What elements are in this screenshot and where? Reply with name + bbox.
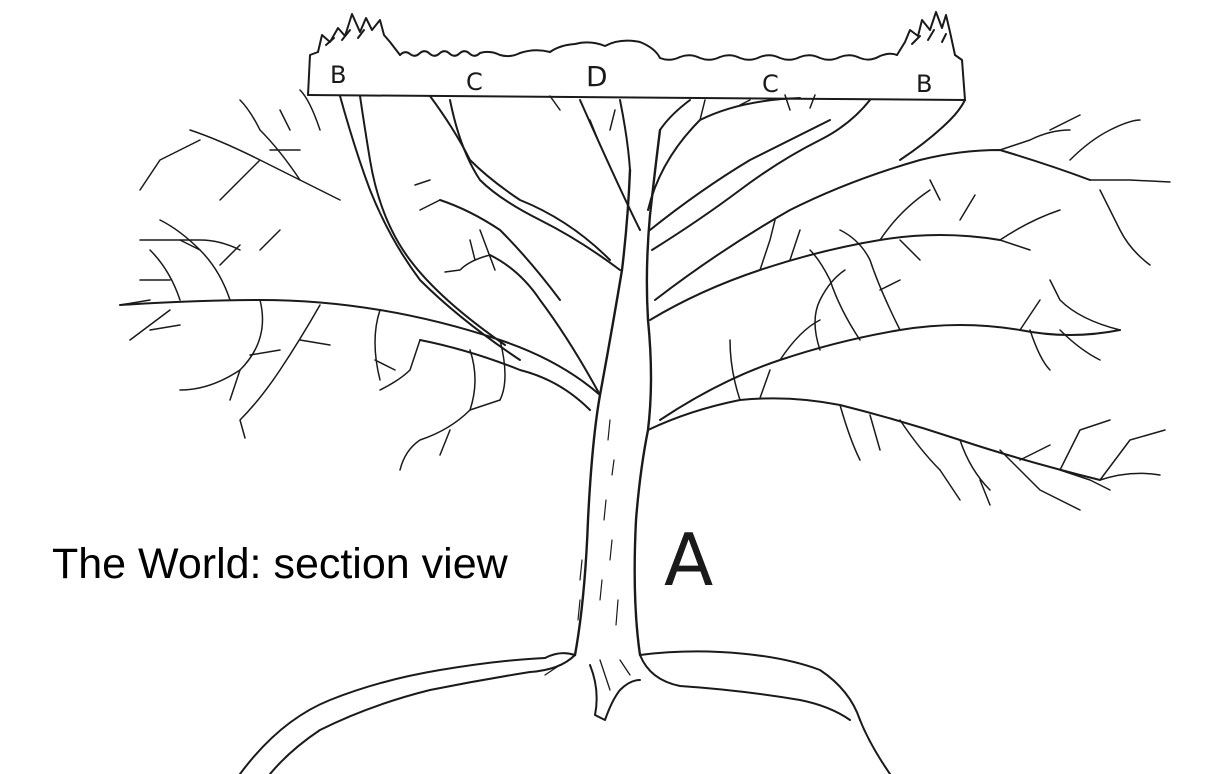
label-a-trunk: A xyxy=(664,518,713,602)
label-b-left: B xyxy=(330,61,346,89)
diagram-caption: The World: section view xyxy=(52,540,508,588)
tree-twigs xyxy=(119,89,1171,511)
tree-trunk xyxy=(573,128,662,657)
world-slab xyxy=(307,39,966,101)
ground-roots xyxy=(239,650,891,774)
label-c-left: C xyxy=(466,68,483,96)
slab-letters: B C D C B xyxy=(330,60,932,98)
left-mountains xyxy=(317,13,401,56)
label-b-right: B xyxy=(916,70,932,98)
label-c-right: C xyxy=(762,70,779,98)
right-mountains xyxy=(896,11,956,56)
label-d-center: D xyxy=(586,60,608,93)
